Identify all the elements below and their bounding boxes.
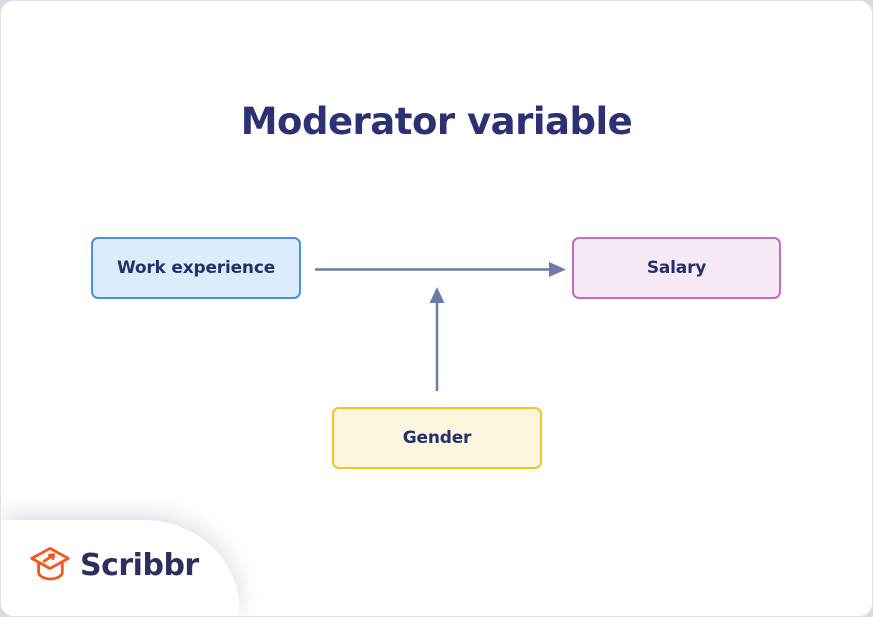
scribbr-logo: Scribbr: [29, 544, 199, 592]
node-work-experience-label: Work experience: [116, 258, 276, 278]
arrow-gender-to-edge: [429, 287, 445, 391]
logo-tab: Scribbr: [1, 520, 239, 616]
node-gender-label: Gender: [402, 428, 472, 448]
arrow-work-experience-to-salary: [315, 262, 566, 277]
node-gender: Gender: [332, 407, 542, 469]
node-salary: Salary: [572, 237, 781, 299]
page-title: Moderator variable: [240, 99, 633, 143]
node-salary-label: Salary: [646, 258, 707, 278]
logo-wordmark: Scribbr: [80, 548, 199, 583]
graduation-cap-icon: [30, 546, 70, 581]
node-work-experience: Work experience: [91, 237, 301, 299]
